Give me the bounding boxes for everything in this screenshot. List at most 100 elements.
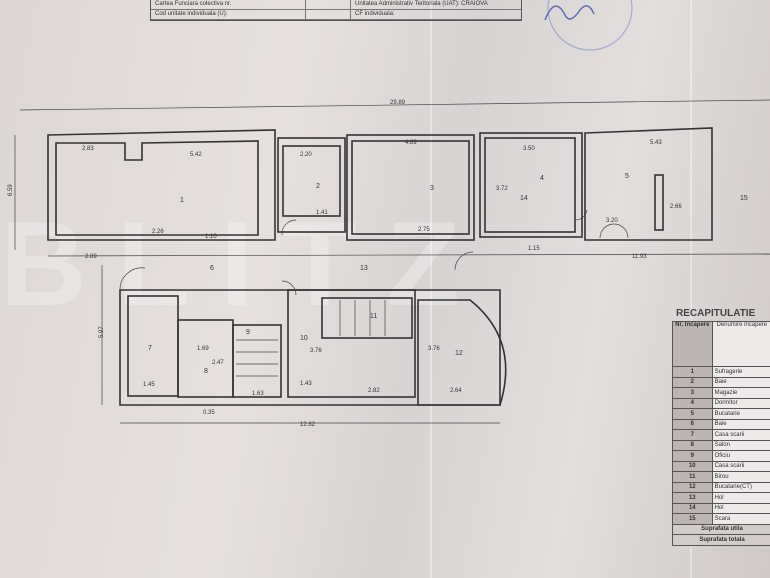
dimension-label: 3.76 <box>428 346 440 352</box>
room-number: 8 <box>204 368 208 375</box>
room-name: Hol <box>711 492 770 504</box>
room-number: 15 <box>740 195 748 202</box>
room-nr: 1 <box>672 366 713 378</box>
room-name: Hol <box>711 502 770 514</box>
room-name: Magazie <box>711 387 770 399</box>
dimension-label: 2.20 <box>300 152 312 158</box>
dimension-label: 1.69 <box>197 346 209 352</box>
room-nr: 13 <box>672 492 713 504</box>
room-nr: 2 <box>672 376 713 388</box>
dimension-label: 2.66 <box>670 204 682 210</box>
room-name: Birou <box>711 471 770 483</box>
room-number: 10 <box>300 335 308 342</box>
room-name: Oficiu <box>711 450 770 462</box>
room-number: 2 <box>316 183 320 190</box>
dimension-label: 2.26 <box>152 229 164 235</box>
dimension-line <box>19 99 770 111</box>
room-markers: 1 2 3 4 5 6 7 8 9 10 11 12 13 14 15 <box>148 173 748 375</box>
room-name: Sufragerie <box>711 366 770 378</box>
recap-title: RECAPITULATIE <box>676 308 756 319</box>
room-number: 7 <box>148 345 152 352</box>
dimension-label: 5.42 <box>190 152 202 158</box>
room-name: Scara <box>711 513 770 525</box>
walls <box>47 127 713 406</box>
dimension-label: 1.43 <box>300 381 312 387</box>
dimension-line <box>47 253 770 257</box>
room-name: Baie <box>711 376 770 388</box>
watermark: BLITZ <box>0 197 490 331</box>
dimension-label: 11.93 <box>632 254 647 260</box>
room-number: 12 <box>455 350 463 357</box>
dimension-label: 29.89 <box>390 100 406 106</box>
room-nr: 12 <box>672 481 713 493</box>
room-nr: 11 <box>672 471 713 483</box>
room-nr: 3 <box>672 387 713 399</box>
room-nr: 4 <box>672 397 713 409</box>
dimension-label: 2.64 <box>450 388 462 394</box>
dimension-label: 6.59 <box>8 184 14 196</box>
room-number: 1 <box>180 197 184 204</box>
dimension-label: 5.43 <box>650 140 662 146</box>
dimension-label: 1.15 <box>528 246 540 252</box>
room-number: 6 <box>210 265 214 272</box>
room-nr: 9 <box>672 450 713 462</box>
dimension-label: 5.97 <box>99 326 105 338</box>
room-nr: 8 <box>672 439 713 451</box>
room-number: 4 <box>540 175 544 182</box>
recap-total-row: Suprafata totala <box>672 534 770 546</box>
col-header: Denumire incapere <box>711 321 770 367</box>
paper-fold <box>690 0 692 578</box>
dimension-label: 2.82 <box>368 388 380 394</box>
cadastral-header-table: Cartea Funciara colectiva nr.Unitatea Ad… <box>150 0 522 21</box>
room-name: Baie <box>711 418 770 430</box>
room-nr: 10 <box>672 460 713 472</box>
col-header: Nr. Incapere <box>672 321 713 367</box>
dimension-label: 4.89 <box>405 140 417 146</box>
room-number: 5 <box>625 173 629 180</box>
room-nr: 5 <box>672 408 713 420</box>
room-nr: 15 <box>672 513 713 525</box>
room-name: Bucatarie <box>711 408 770 420</box>
room-name: Dormitor <box>711 397 770 409</box>
recap-total-row: Suprafata utila <box>672 523 770 535</box>
total-label: Suprafata utila <box>672 523 770 535</box>
stamp-signature <box>544 0 633 51</box>
room-number: 13 <box>360 265 368 272</box>
header-cell: CF individuala: <box>355 11 395 17</box>
room-nr: 6 <box>672 418 713 430</box>
room-name: Bucatarie(CT) <box>711 481 770 493</box>
dimension-label: 3.50 <box>523 146 535 152</box>
dimension-label: 1.10 <box>205 234 217 240</box>
total-label: Suprafata totala <box>672 534 770 546</box>
header-cell: Unitatea Administrativ Teritoriala (UAT)… <box>355 1 488 7</box>
dimension-label: 3.72 <box>496 186 508 192</box>
dimension-label: 12.62 <box>300 422 316 428</box>
dimension-label: 2.89 <box>85 254 97 260</box>
room-name: Casa scarii <box>711 460 770 472</box>
dimension-label: 2.75 <box>418 227 430 233</box>
dimension-label: 1.41 <box>316 210 328 216</box>
paper-fold <box>430 0 432 578</box>
dimension-label: 3.20 <box>606 218 618 224</box>
room-nr: 14 <box>672 502 713 514</box>
room-name: Salon <box>711 439 770 451</box>
room-number: 14 <box>520 195 528 202</box>
dimension-label: 1.45 <box>143 382 155 388</box>
